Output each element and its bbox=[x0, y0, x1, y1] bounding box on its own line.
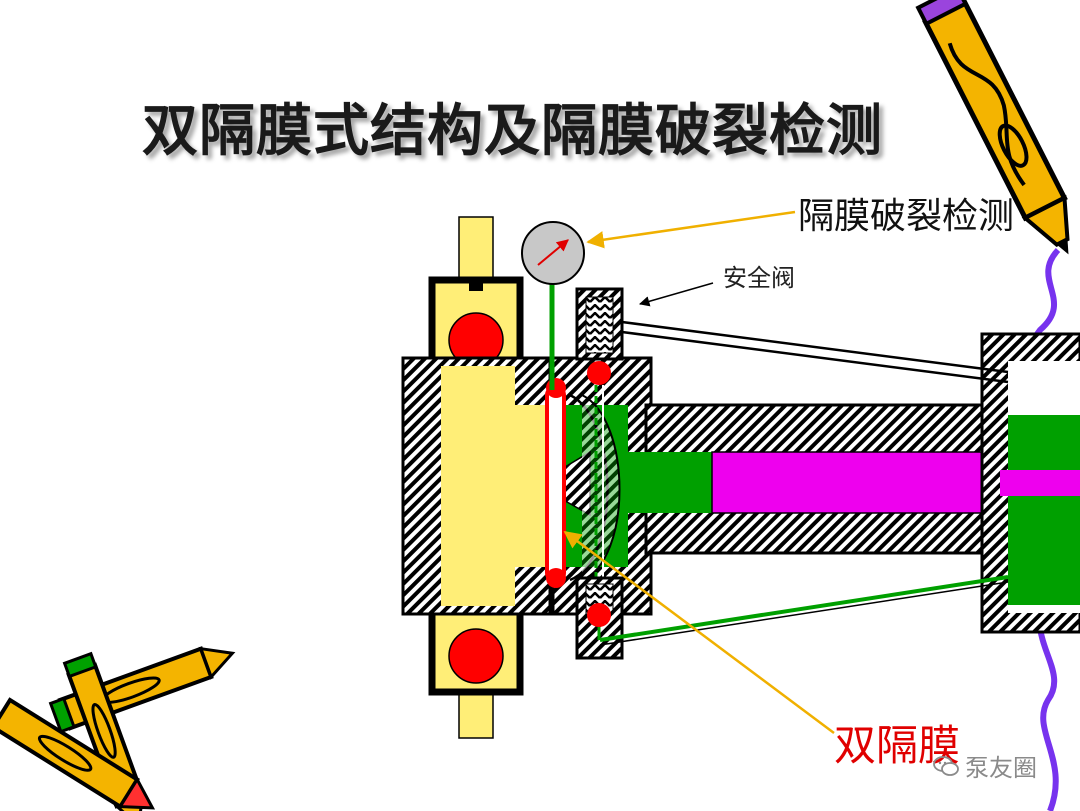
safety-valve-upper bbox=[575, 287, 624, 580]
slide-title: 双隔膜式结构及隔膜破裂检测 bbox=[142, 99, 883, 164]
watermark-text: 泵友圈 bbox=[965, 754, 1037, 782]
pointer-diaphragm bbox=[563, 530, 835, 735]
double-diaphragm bbox=[545, 378, 566, 588]
label-safety-valve: 安全阀 bbox=[723, 264, 795, 292]
wechat-icon bbox=[933, 755, 959, 776]
end-housing bbox=[980, 332, 1080, 634]
pointer-detect bbox=[586, 210, 796, 249]
label-rupture-detection: 隔膜破裂检测 bbox=[798, 196, 1015, 237]
crayon-pile-icon bbox=[0, 646, 236, 811]
pencil-icon bbox=[915, 0, 1070, 255]
return-line-top bbox=[621, 320, 1009, 384]
return-line-bottom bbox=[599, 575, 1009, 642]
hydraulic-cylinder bbox=[627, 403, 1003, 555]
crosshead-rod-bottom bbox=[458, 689, 494, 739]
crosshead-rod-top bbox=[458, 216, 494, 283]
pointer-valve bbox=[638, 282, 714, 307]
upper-bearing bbox=[428, 276, 524, 368]
plunger bbox=[711, 451, 1003, 514]
watermark: 泵友圈 bbox=[933, 748, 1037, 783]
pump-housing bbox=[401, 356, 552, 616]
lower-bearing bbox=[428, 602, 524, 696]
pressure-gauge bbox=[521, 221, 585, 390]
valve-lower bbox=[575, 576, 624, 660]
